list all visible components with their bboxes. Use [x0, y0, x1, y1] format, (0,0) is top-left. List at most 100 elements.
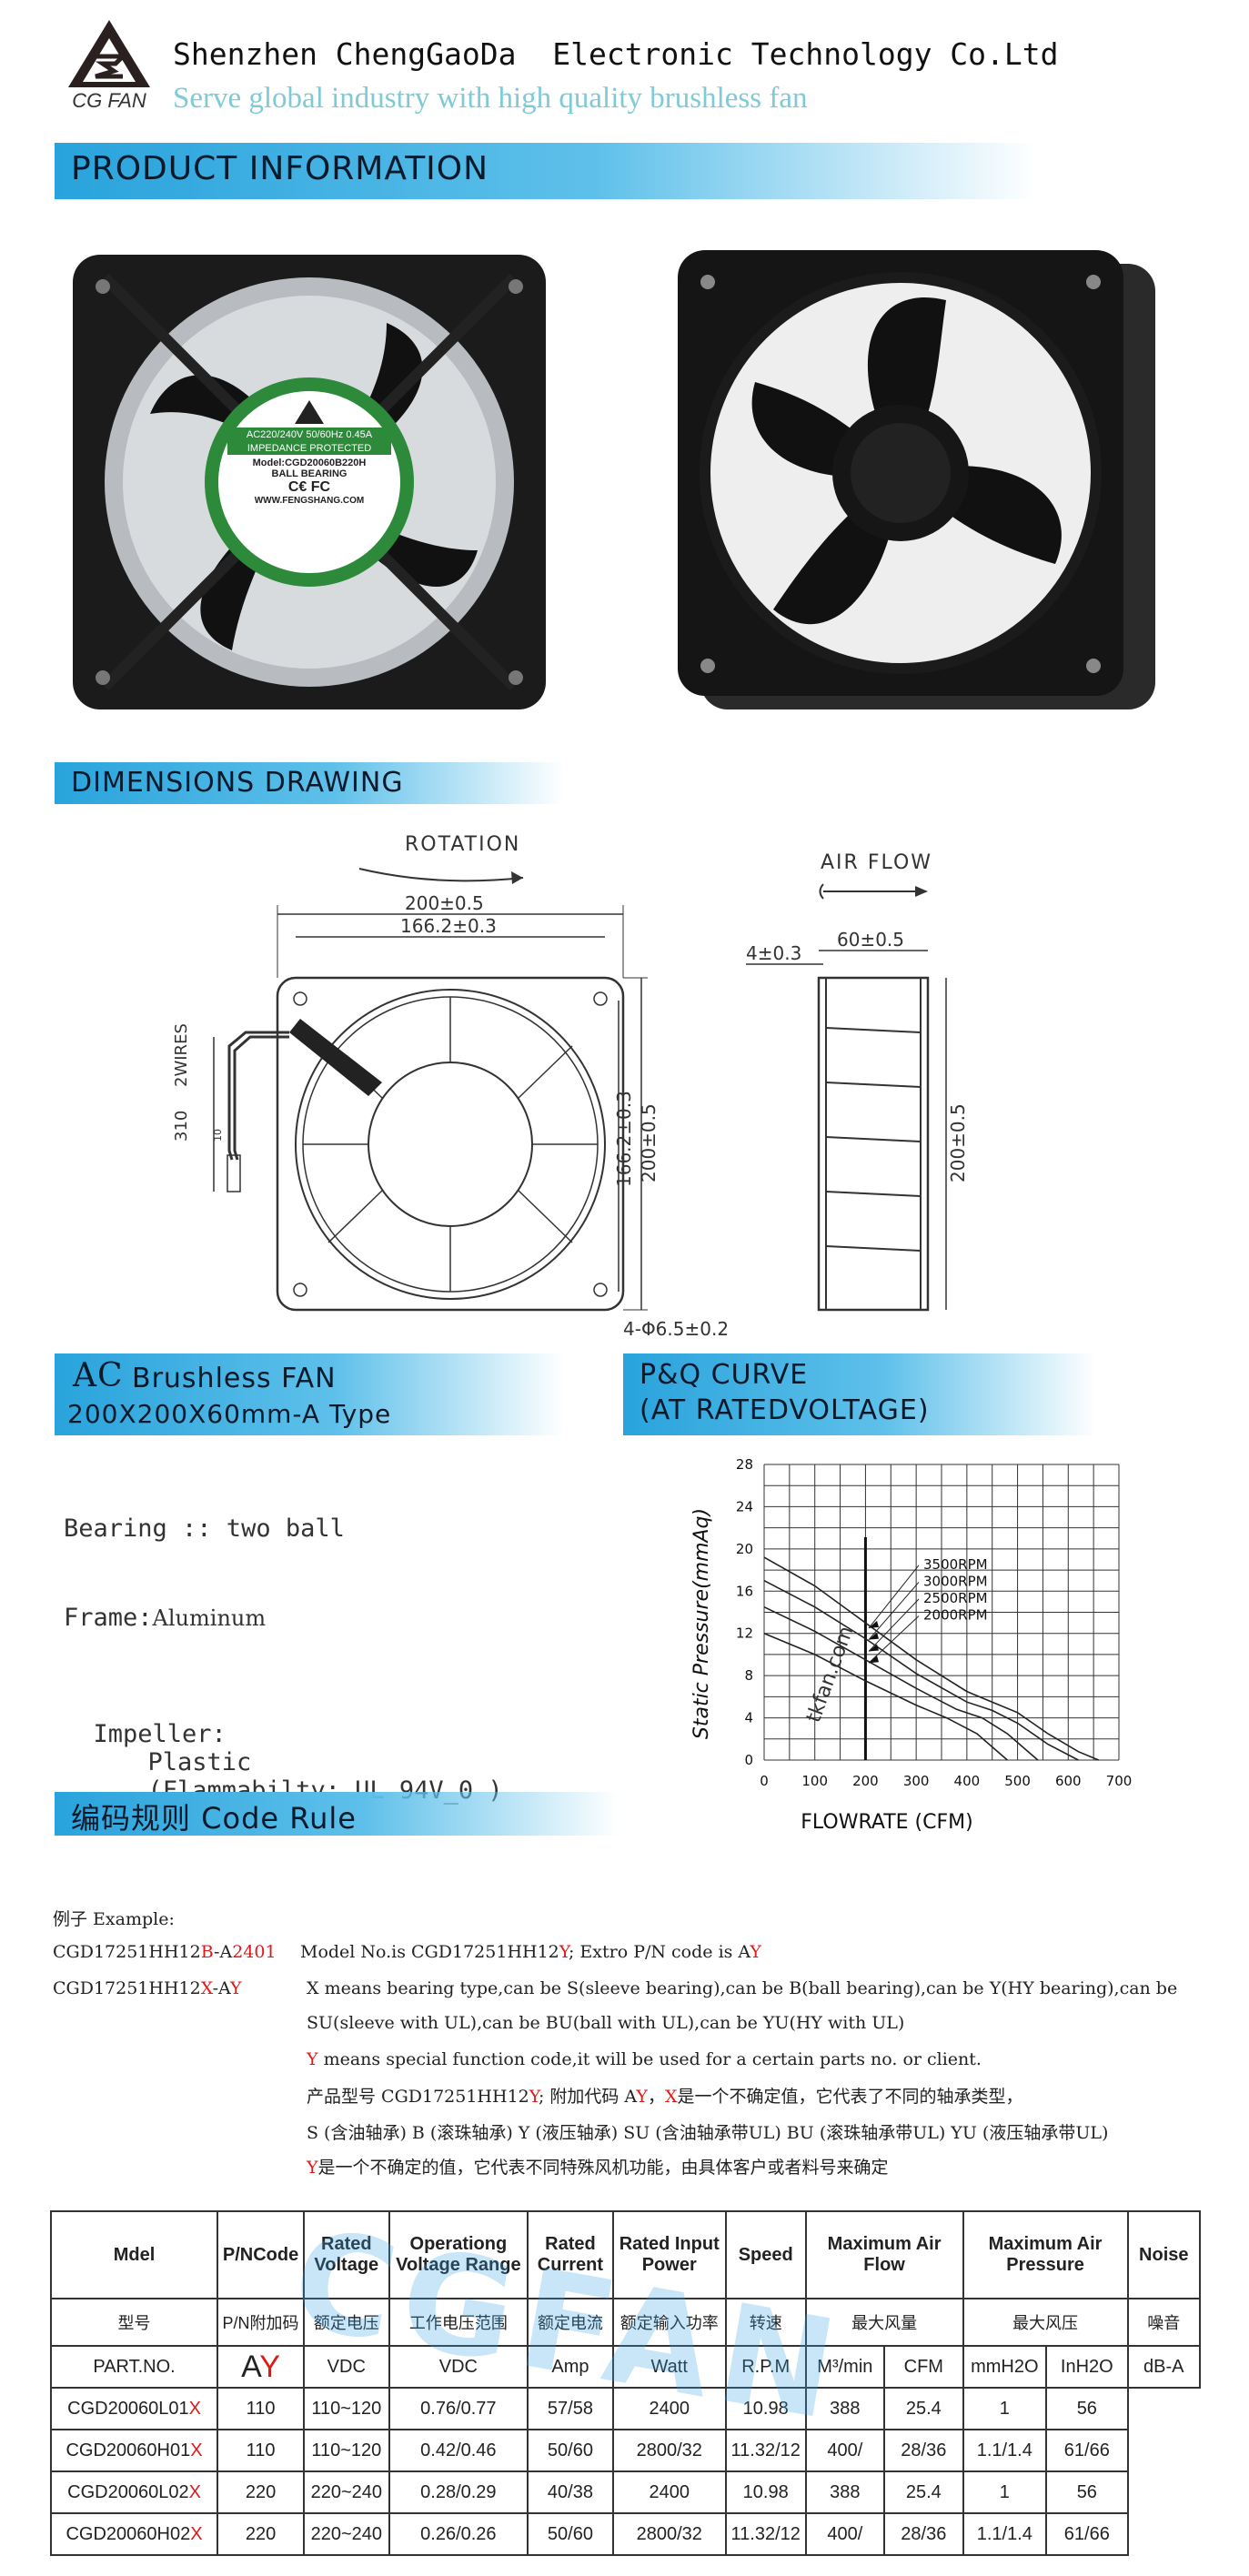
fan-photo-rear — [673, 246, 1164, 719]
table-units-row: PART.NO. AY VDC VDC Amp Watt R.P.M M³/mi… — [49, 2345, 1202, 2389]
cn-input-power: 额定输入功率 — [611, 2298, 727, 2347]
cn1-e: ， — [647, 2087, 665, 2107]
cell-noise: 61/66 — [1045, 2512, 1129, 2556]
cell-power: 50/60 — [527, 2429, 614, 2472]
ex1-code-d: 2401 — [232, 1942, 277, 1962]
unit-vdc-range: VDC — [388, 2345, 529, 2389]
cell-voltage: 110 — [217, 2387, 306, 2430]
dim-side-height: 200±0.5 — [947, 1103, 969, 1182]
section-title: PRODUCT INFORMATION — [71, 150, 489, 187]
series-label: 3500RPM — [923, 1556, 988, 1573]
ex1-desc-d: Y — [750, 1942, 761, 1962]
logo-triangle-icon — [68, 20, 150, 87]
table-header-row: Mdel P/NCode Rated Voltage Operationg Vo… — [49, 2210, 1202, 2299]
label-line-3: Model:CGD20060B220H — [252, 458, 367, 468]
cn-pn: P/N附加码 — [217, 2298, 306, 2347]
model-base: CGD20060L02 — [67, 2481, 189, 2502]
x-tick-label: 600 — [1055, 1773, 1082, 1789]
model-suffix: X — [188, 2481, 201, 2502]
section-title: 编码规则 Code Rule — [71, 1801, 357, 1836]
y-tick-label: 8 — [744, 1667, 753, 1684]
cell-current: 0.26/0.26 — [388, 2512, 529, 2556]
label-line-4: BALL BEARING — [271, 468, 348, 479]
cell-mmh2o: 25.4 — [883, 2470, 964, 2514]
example-code-2: CGD17251HH12X-AY — [53, 1978, 242, 1998]
cn-air-pressure: 最大风压 — [962, 2298, 1129, 2347]
company-logo: CG FAN — [59, 16, 159, 116]
th-noise: Noise — [1126, 2210, 1202, 2299]
label-line-5: WWW.FENGSHANG.COM — [254, 496, 365, 506]
th-input-power: Rated Input Power — [611, 2210, 727, 2299]
dim-strip-length: 10 — [212, 1129, 224, 1142]
cn3-text: 是一个不确定的值，它代表不同特殊风机功能，由具体客户或者料号来确定 — [317, 2158, 889, 2178]
series-label: 3000RPM — [923, 1573, 988, 1589]
spec-impeller: Impeller: Plastic (Flammabilty: UL 94V_0… — [64, 1692, 503, 1805]
dim-holes: 4-Φ6.5±0.2 — [623, 1318, 729, 1340]
spec-bearing: Bearing :: two ball — [64, 1514, 345, 1543]
company-slogan: Serve global industry with high quality … — [173, 82, 808, 115]
th-rated-voltage: Rated Voltage — [303, 2210, 390, 2299]
cn1-g: 是一个不确定值，它代表了不同的轴承类型， — [677, 2087, 1023, 2107]
cell-current: 0.76/0.77 — [388, 2387, 529, 2430]
pq-subtitle: (AT RATEDVOLTAGE) — [640, 1394, 930, 1426]
dim-depth: 60±0.5 — [837, 929, 904, 951]
rule-y-line: Y means special function code,it will be… — [307, 2049, 982, 2069]
cell-power: 57/58 — [527, 2387, 614, 2430]
th-model: Mdel — [49, 2210, 219, 2299]
model-suffix: X — [190, 2523, 203, 2544]
cn-air-flow: 最大风量 — [804, 2298, 964, 2347]
rule-x-line-2: SU(sleeve with UL),can be BU(ball with U… — [307, 2013, 905, 2033]
unit-vdc: VDC — [303, 2345, 390, 2389]
y-tick-label: 16 — [736, 1583, 753, 1599]
dim-lead-length: 310 — [172, 1111, 191, 1142]
cn1-b: Y — [529, 2087, 539, 2107]
dim-height-outer: 200±0.5 — [638, 1103, 660, 1182]
unit-cfm: CFM — [883, 2345, 964, 2389]
cell-range: 110~120 — [303, 2387, 390, 2430]
cell-noise: 61/66 — [1045, 2429, 1129, 2472]
series-leader-line — [868, 1598, 920, 1652]
spec-impeller-label: Impeller: — [93, 1720, 227, 1748]
series-label: 2500RPM — [923, 1590, 988, 1606]
ex2-code-b: X — [200, 1978, 213, 1998]
cell-cfm: 388 — [804, 2387, 886, 2430]
spec-table: Mdel P/NCode Rated Voltage Operationg Vo… — [49, 2210, 1202, 2556]
cell-voltage: 220 — [217, 2470, 306, 2514]
cn-noise: 噪音 — [1126, 2298, 1202, 2347]
model-base: CGD20060H01 — [65, 2440, 191, 2460]
ex1-code-c: -A — [214, 1942, 233, 1962]
dim-flange: 4±0.3 — [746, 942, 801, 964]
ex2-code-a: CGD17251HH12 — [53, 1978, 201, 1998]
series-line — [763, 1579, 1079, 1761]
cn-speed: 转速 — [724, 2298, 807, 2347]
unit-m3: M³/min — [804, 2345, 886, 2389]
ac-subtitle: Brushless FAN — [132, 1363, 337, 1394]
th-speed: Speed — [724, 2210, 807, 2299]
wires-label: 2WIRES — [172, 1023, 191, 1087]
x-tick-label: 300 — [903, 1773, 930, 1789]
rotation-label: ROTATION — [405, 833, 520, 856]
cell-inh2o: 1.1/1.4 — [962, 2429, 1048, 2472]
x-tick-label: 100 — [801, 1773, 828, 1789]
y-tick-label: 20 — [736, 1541, 753, 1557]
rule-cn-line-1: 产品型号 CGD17251HH12Y; 附加代码 AY，X是一个不确定值，它代表… — [307, 2083, 1023, 2108]
series-leader-line — [868, 1582, 920, 1641]
section-dimensions: DIMENSIONS DRAWING — [55, 762, 564, 804]
cn1-a: 产品型号 CGD17251HH12 — [307, 2087, 529, 2107]
cell-noise: 56 — [1045, 2470, 1129, 2514]
cn1-f: X — [664, 2087, 678, 2107]
air-flow-label: AIR FLOW — [821, 851, 932, 874]
rule-x-line-1: X means bearing type,can be S(sleeve bea… — [307, 1978, 1178, 1998]
cell-cfm: 400/ — [804, 2429, 886, 2472]
x-tick-label: 0 — [760, 1773, 769, 1789]
ex1-desc-c: ; Extro P/N code is A — [568, 1942, 750, 1962]
series-leader-line — [868, 1615, 920, 1664]
cn1-c: ; 附加代码 A — [538, 2087, 637, 2107]
x-tick-label: 200 — [852, 1773, 879, 1789]
model-suffix: X — [188, 2398, 201, 2419]
th-air-pressure: Maximum Air Pressure — [962, 2210, 1129, 2299]
model-suffix: X — [190, 2440, 203, 2460]
